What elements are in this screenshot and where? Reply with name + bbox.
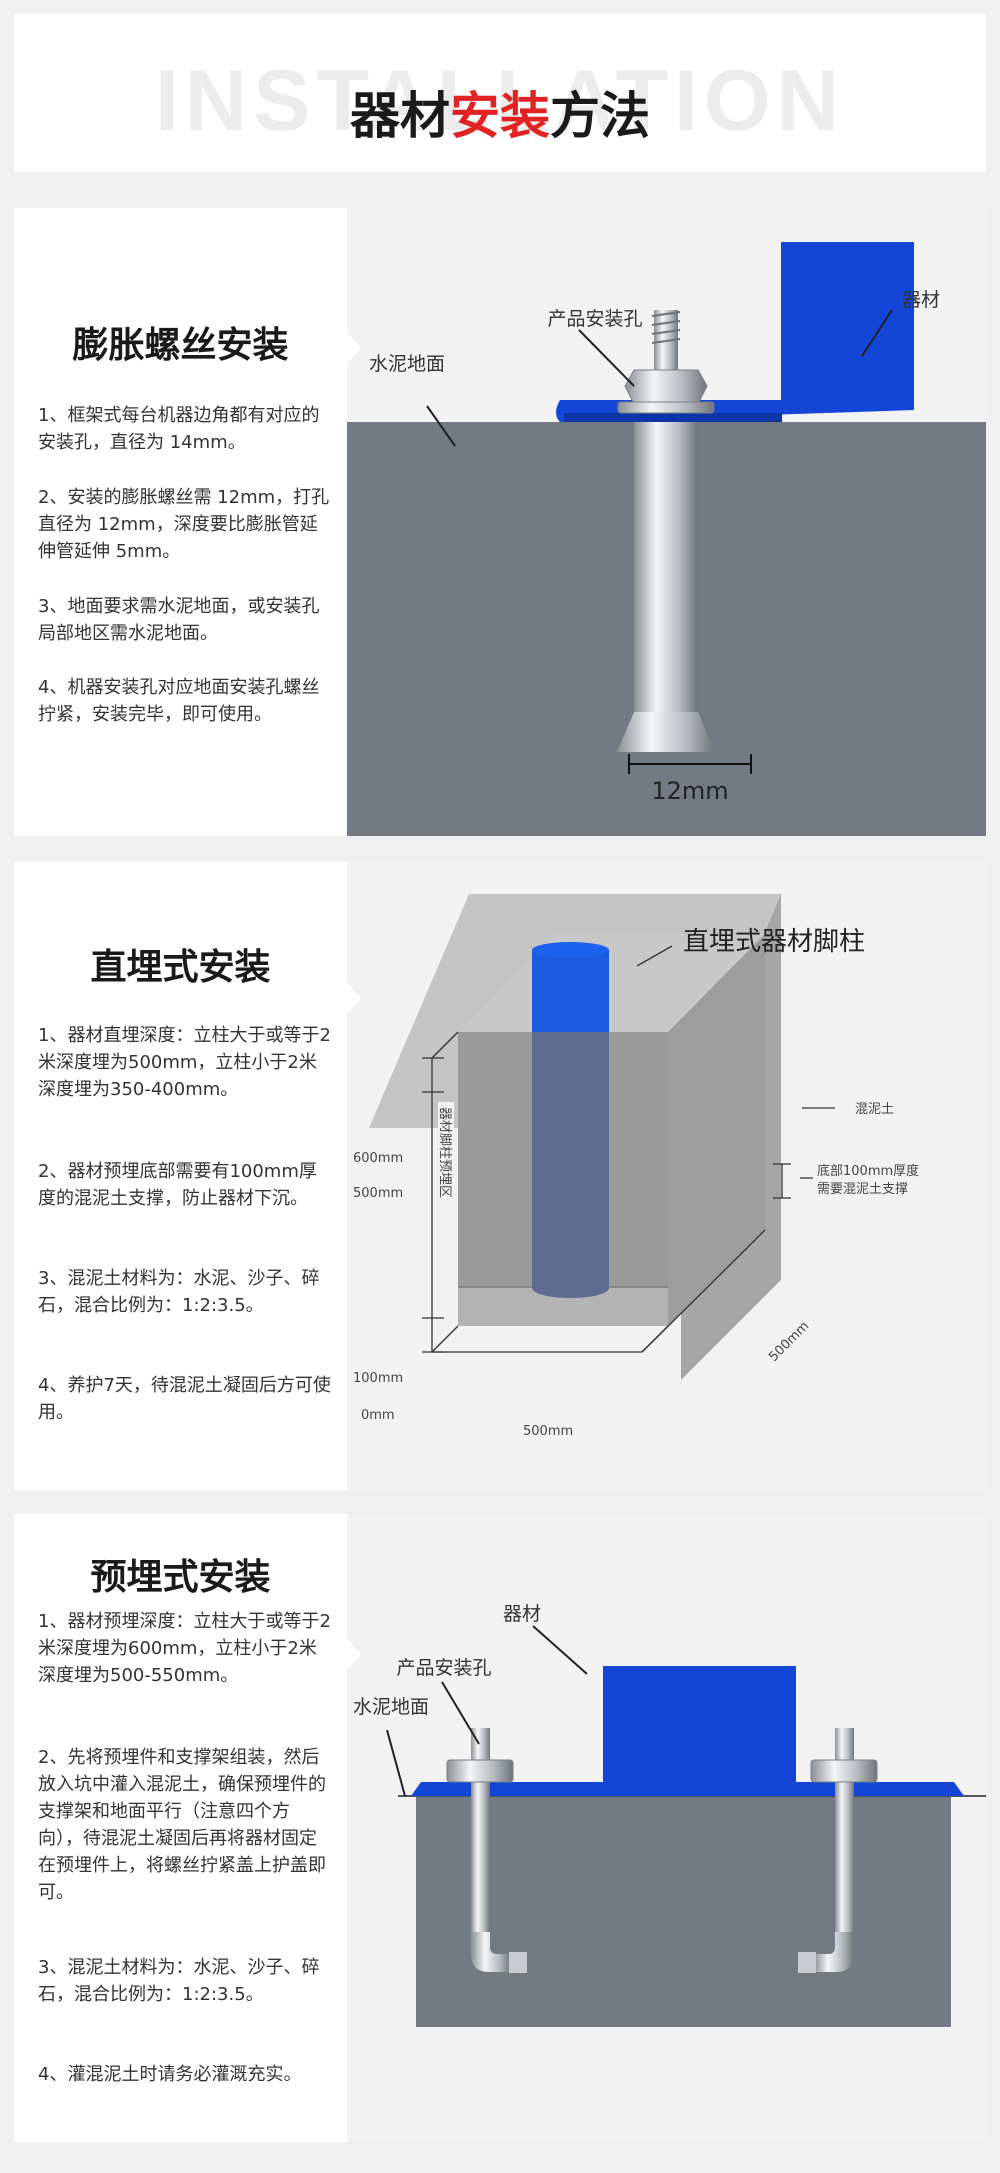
post-cap xyxy=(532,942,609,958)
panel-pointer xyxy=(347,982,361,1014)
concrete-block xyxy=(458,934,765,1326)
step-paragraph: 4、养护7天，待混泥土凝固后方可使用。 xyxy=(38,1375,331,1423)
page-title: 器材安装方法 xyxy=(14,76,986,148)
base-plate xyxy=(411,1782,964,1796)
step-paragraph: 1、器材直埋深度：立柱大于或等于2米深度埋为500mm，立柱小于2米深度埋为35… xyxy=(38,1025,331,1100)
label-dimension: 12mm xyxy=(651,777,728,805)
label-device: 器材 xyxy=(503,1603,541,1625)
label-100mm: 100mm xyxy=(353,1371,403,1386)
anchor-bolt-right xyxy=(798,1728,878,1973)
section-text-panel: 直埋式安装 1、器材直埋深度：立柱大于或等于2米深度埋为500mm，立柱小于2米… xyxy=(14,862,347,1490)
direct-burial-diagram: 直埋式器材脚柱 混泥土 底部100mm厚度 需要混泥土支撑 器材脚柱预埋区 60… xyxy=(347,862,986,1490)
step-paragraph: 1、框架式每台机器边角都有对应的安装孔，直径为 14mm。 xyxy=(38,405,320,453)
label-hole: 产品安装孔 xyxy=(547,308,642,330)
section-title: 直埋式安装 xyxy=(90,947,271,988)
label-width: 500mm xyxy=(523,1424,573,1439)
label-post: 直埋式器材脚柱 xyxy=(683,927,865,957)
step-paragraph: 2、安装的膨胀螺丝需 12mm，打孔直径为 12mm，深度要比膨胀管延伸管延伸 … xyxy=(38,487,330,562)
label-bottom-note-1: 底部100mm厚度 xyxy=(817,1163,919,1179)
section-text-panel: 膨胀螺丝安装 1、框架式每台机器边角都有对应的安装孔，直径为 14mm。 2、安… xyxy=(14,208,347,836)
step-paragraph: 3、混泥土材料为：水泥、沙子、碎石，混合比例为：1:2:3.5。 xyxy=(38,1957,320,2005)
washer xyxy=(617,401,715,414)
label-500mm: 500mm xyxy=(353,1186,403,1201)
anchor-sleeve xyxy=(634,422,698,712)
label-600mm: 600mm xyxy=(353,1151,403,1166)
post-bottom xyxy=(532,1278,609,1298)
panel-pointer xyxy=(347,1638,361,1670)
dimension-line xyxy=(628,754,752,774)
expansion-screw-diagram: 产品安装孔 器材 水泥地面 12mm xyxy=(347,208,986,836)
step-paragraph: 4、机器安装孔对应地面安装孔螺丝拧紧，安装完毕，即可使用。 xyxy=(38,677,320,725)
label-bottom-note-2: 需要混泥土支撑 xyxy=(817,1182,908,1197)
step-paragraph: 4、灌混泥土时请务必灌溉充实。 xyxy=(38,2064,302,2085)
label-device: 器材 xyxy=(902,289,940,311)
step-paragraph: 3、混泥土材料为：水泥、沙子、碎石，混合比例为：1:2:3.5。 xyxy=(38,1268,320,1316)
label-0mm: 0mm xyxy=(361,1408,395,1423)
section-expansion-screw: 膨胀螺丝安装 1、框架式每台机器边角都有对应的安装孔，直径为 14mm。 2、安… xyxy=(14,208,986,836)
label-hole: 产品安装孔 xyxy=(396,1657,491,1679)
device-body xyxy=(603,1666,796,1782)
label-depth: 500mm xyxy=(766,1319,812,1365)
section-text-panel: 预埋式安装 1、器材预埋深度：立柱大于或等于2米深度埋为600mm，立柱小于2米… xyxy=(14,1514,347,2142)
step-paragraph: 1、器材预埋深度：立柱大于或等于2米深度埋为600mm，立柱小于2米深度埋为50… xyxy=(38,1611,331,1686)
title-part-2: 方法 xyxy=(550,87,650,145)
step-paragraph: 2、先将预埋件和支撑架组装，然后放入坑中灌入混泥土，确保预埋件的支撑架和地面平行… xyxy=(38,1747,326,1903)
section-title: 膨胀螺丝安装 xyxy=(72,325,289,366)
label-concrete: 混泥土 xyxy=(855,1102,894,1117)
dimension-lines xyxy=(422,945,835,1353)
section-direct-burial: 直埋式安装 1、器材直埋深度：立柱大于或等于2米深度埋为500mm，立柱小于2米… xyxy=(14,862,986,1490)
section-title: 预埋式安装 xyxy=(90,1557,271,1598)
title-part-1: 器材 xyxy=(350,87,450,145)
section-pre-embedded: 预埋式安装 1、器材预埋深度：立柱大于或等于2米深度埋为600mm，立柱小于2米… xyxy=(14,1514,986,2142)
post-buried xyxy=(532,1032,609,1288)
label-zone: 器材脚柱预埋区 xyxy=(437,1107,453,1198)
step-paragraph: 3、地面要求需水泥地面，或安装孔局部地区需水泥地面。 xyxy=(38,596,320,644)
bracket-edge xyxy=(564,413,782,422)
concrete-pit xyxy=(416,1796,951,2027)
header-watermark-text: INSTALLATION xyxy=(155,53,845,149)
device-bracket xyxy=(556,242,914,422)
step-paragraph: 2、器材预埋底部需要有100mm厚度的混泥土支撑，防止器材下沉。 xyxy=(38,1161,317,1209)
pre-embedded-diagram: 器材 产品安装孔 水泥地面 xyxy=(347,1514,986,2142)
label-ground: 水泥地面 xyxy=(353,1696,429,1718)
label-ground: 水泥地面 xyxy=(369,353,445,375)
anchor-cone xyxy=(617,712,715,752)
panel-pointer xyxy=(347,332,361,364)
hex-nut xyxy=(624,369,708,405)
header-banner: INSTALLATION 器材安装方法 xyxy=(14,14,986,172)
anchor-bolt-left xyxy=(446,1728,527,1973)
post-visible xyxy=(532,950,609,1032)
title-highlight: 安装 xyxy=(450,87,550,145)
